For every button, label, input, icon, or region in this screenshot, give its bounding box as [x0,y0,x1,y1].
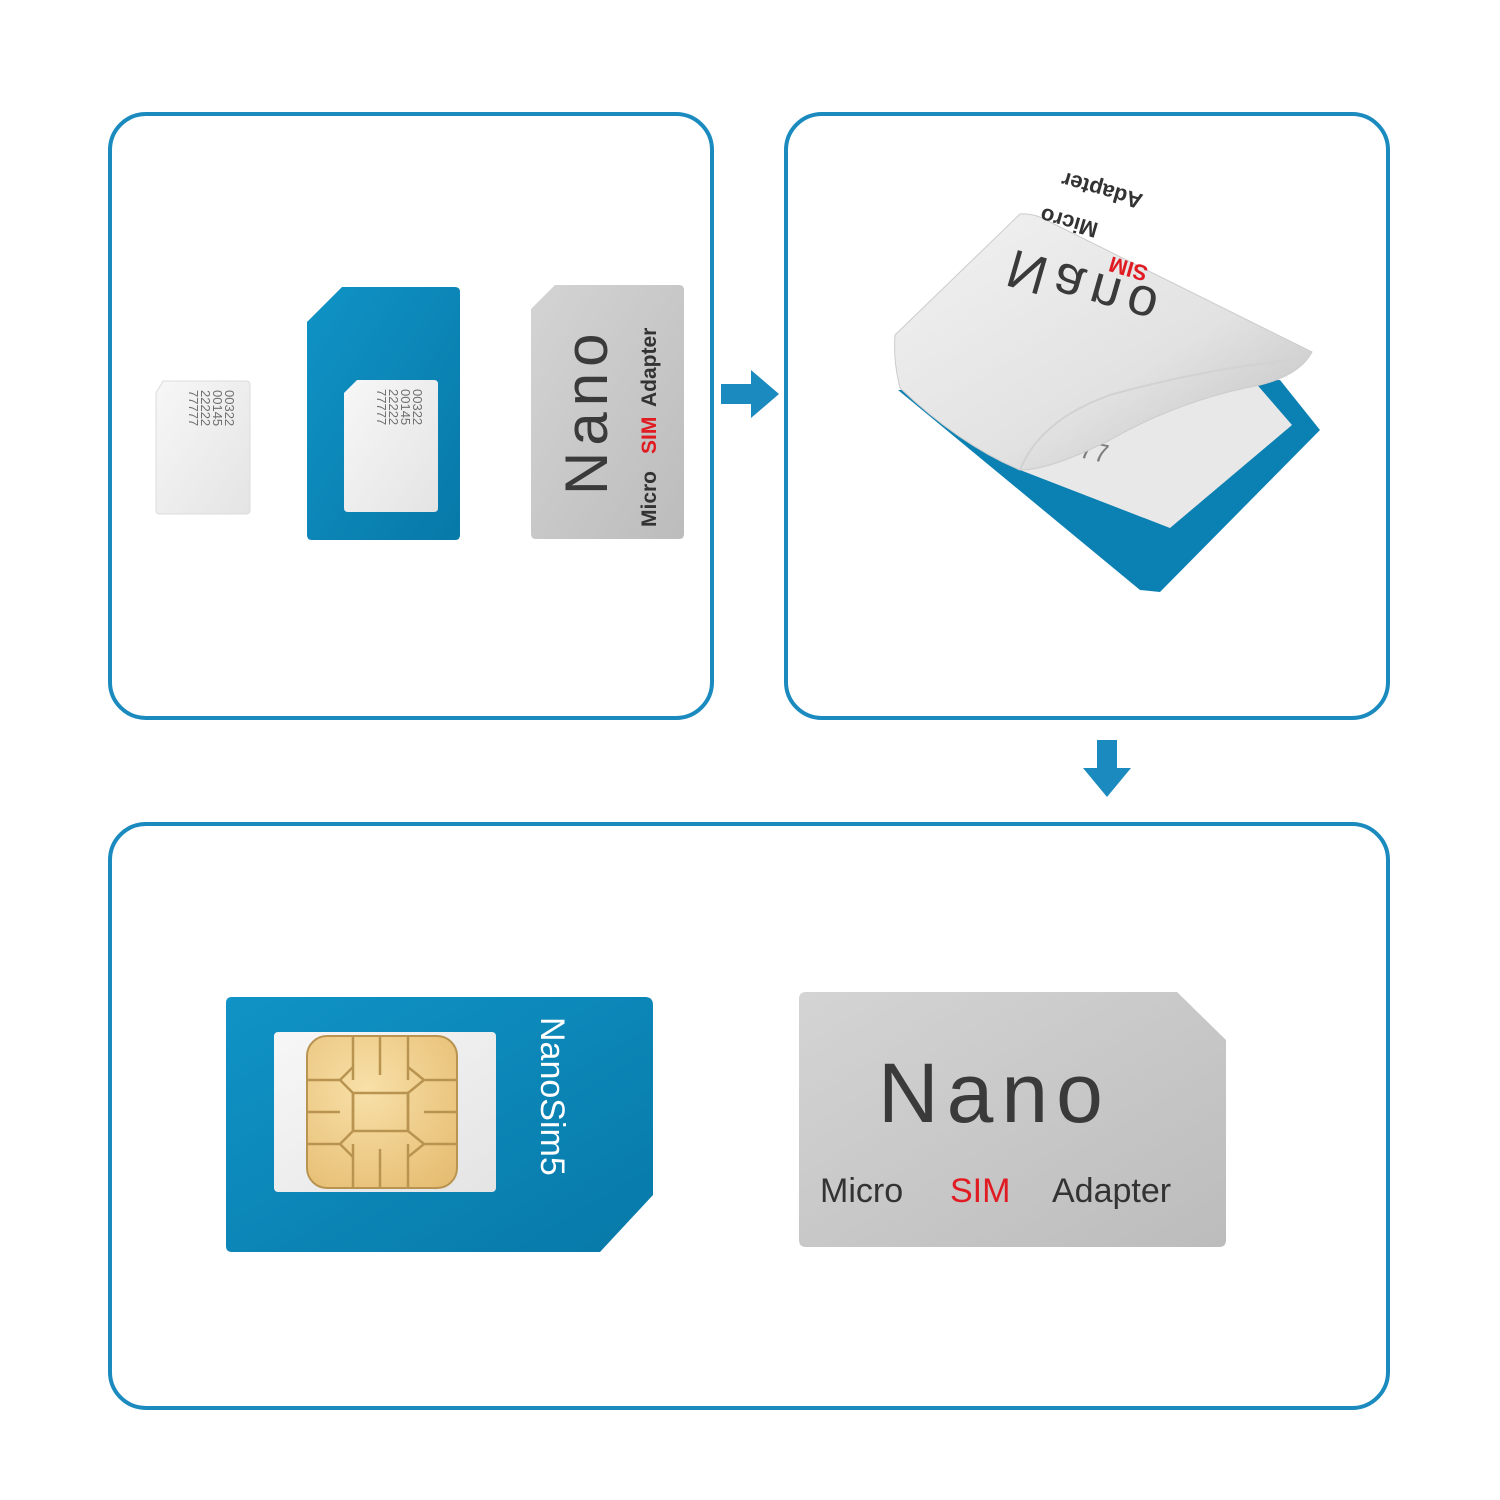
step1-micro-digits-4: 77777 [374,389,389,425]
arrow-right-icon [721,370,779,418]
step1-nano-digits-4: 77777 [186,390,201,426]
arrow-down-icon [1083,740,1131,797]
step1-adapter-sim: SIM [638,417,661,454]
step1-adapter-adapter: Adapter [638,328,661,407]
step1-micro-digits-2: 00145 [398,389,413,425]
step1-nano-sim: 00322 00145 22222 77777 [155,380,251,515]
step1-nano-digits-3: 22222 [198,390,213,426]
step1-micro-sim-holder: 00322 00145 22222 77777 [307,287,460,540]
step2-peeling-illustration: 22222 77777 Nano Micro SIM Adapter [894,167,1320,592]
step1-micro-digits-1: 00322 [410,389,425,425]
sim-chip-icon [306,1035,458,1189]
step3-adapter-adapter: Adapter [1052,1172,1171,1210]
step3-adapter-sim: SIM [950,1172,1010,1210]
step3-sim-card-text: NanoSim5 [533,1017,571,1176]
step1-nano-digits-1: 00322 [222,390,237,426]
step3-adapter-micro: Micro [820,1172,903,1210]
step1-micro-digits-3: 22222 [386,389,401,425]
step3-sim-card: NanoSim5 [226,997,653,1252]
step3-adapter-title: Nano [878,1046,1111,1140]
step1-adapter-title: Nano [553,328,620,495]
step2-peeled-adapter: Adapter [1058,167,1145,214]
step1-nano-digits-2: 00145 [210,390,225,426]
step3-adapter-label: Nano Micro SIM Adapter [799,992,1226,1247]
step1-adapter-micro: Micro [638,471,661,527]
step1-adapter-label: Nano Micro SIM Adapter [531,285,684,539]
